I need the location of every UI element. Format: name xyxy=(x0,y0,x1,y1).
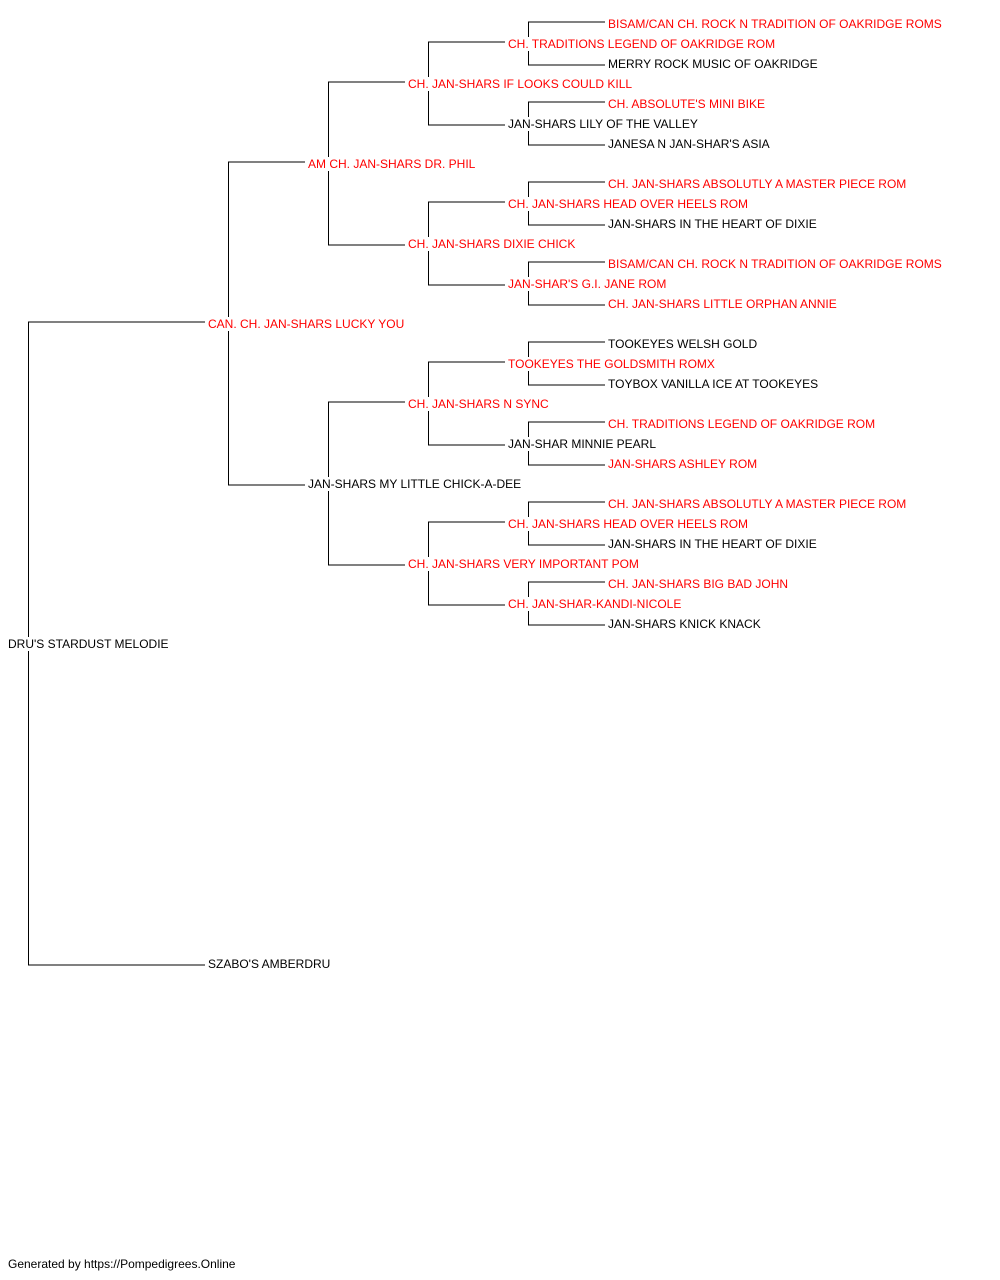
ancestor-name-ssds: CH. JAN-SHARS HEAD OVER HEELS ROM xyxy=(507,197,750,211)
generated-by-footer: Generated by https://Pompedigrees.Online xyxy=(8,1257,236,1271)
ancestor-name-sssd: JAN-SHARS LILY OF THE VALLEY xyxy=(507,117,699,131)
ancestor-name-sdss: TOOKEYES THE GOLDSMITH ROMX xyxy=(507,357,716,371)
paternal-granddam-name: JAN-SHARS MY LITTLE CHICK-A-DEE xyxy=(307,477,523,491)
ancestor-name-ssdss: CH. JAN-SHARS ABSOLUTLY A MASTER PIECE R… xyxy=(607,177,908,191)
ancestor-name-sdd: CH. JAN-SHARS VERY IMPORTANT POM xyxy=(407,557,640,571)
ancestor-name-sdds: CH. JAN-SHARS HEAD OVER HEELS ROM xyxy=(507,517,750,531)
ancestor-name-ssd: CH. JAN-SHARS DIXIE CHICK xyxy=(407,237,577,251)
ancestor-name-sdsd: JAN-SHAR MINNIE PEARL xyxy=(507,437,658,451)
ancestor-name-sdssd: TOYBOX VANILLA ICE AT TOOKEYES xyxy=(607,377,820,391)
dam-name: SZABO'S AMBERDRU xyxy=(207,957,332,971)
ancestor-name-sdsds: CH. TRADITIONS LEGEND OF OAKRIDGE ROM xyxy=(607,417,877,431)
ancestor-name-sssdd: JANESA N JAN-SHAR'S ASIA xyxy=(607,137,771,151)
ancestor-name-sssss: BISAM/CAN CH. ROCK N TRADITION OF OAKRID… xyxy=(607,17,943,31)
subject-dog-name: DRU'S STARDUST MELODIE xyxy=(7,637,170,651)
sire-name: CAN. CH. JAN-SHARS LUCKY YOU xyxy=(207,317,406,331)
ancestor-name-ssssd: MERRY ROCK MUSIC OF OAKRIDGE xyxy=(607,57,819,71)
paternal-grandsire-name: AM CH. JAN-SHARS DR. PHIL xyxy=(307,157,477,171)
ancestor-name-ssdsd: JAN-SHARS IN THE HEART OF DIXIE xyxy=(607,217,818,231)
ancestor-name-sddds: CH. JAN-SHARS BIG BAD JOHN xyxy=(607,577,790,591)
ancestor-name-sdsss: TOOKEYES WELSH GOLD xyxy=(607,337,759,351)
ancestor-name-ssss: CH. TRADITIONS LEGEND OF OAKRIDGE ROM xyxy=(507,37,777,51)
ancestor-name-ssdds: BISAM/CAN CH. ROCK N TRADITION OF OAKRID… xyxy=(607,257,943,271)
ancestor-name-ssddd: CH. JAN-SHARS LITTLE ORPHAN ANNIE xyxy=(607,297,838,311)
ancestor-name-sdsdd: JAN-SHARS ASHLEY ROM xyxy=(607,457,759,471)
ancestor-name-sds: CH. JAN-SHARS N SYNC xyxy=(407,397,550,411)
ancestor-name-sddss: CH. JAN-SHARS ABSOLUTLY A MASTER PIECE R… xyxy=(607,497,908,511)
ancestor-name-sdddd: JAN-SHARS KNICK KNACK xyxy=(607,617,762,631)
ancestor-name-sddsd: JAN-SHARS IN THE HEART OF DIXIE xyxy=(607,537,818,551)
ancestor-name-sssds: CH. ABSOLUTE'S MINI BIKE xyxy=(607,97,766,111)
ancestor-name-sss: CH. JAN-SHARS IF LOOKS COULD KILL xyxy=(407,77,634,91)
ancestor-name-ssdd: JAN-SHAR'S G.I. JANE ROM xyxy=(507,277,668,291)
ancestor-name-sddd: CH. JAN-SHAR-KANDI-NICOLE xyxy=(507,597,683,611)
